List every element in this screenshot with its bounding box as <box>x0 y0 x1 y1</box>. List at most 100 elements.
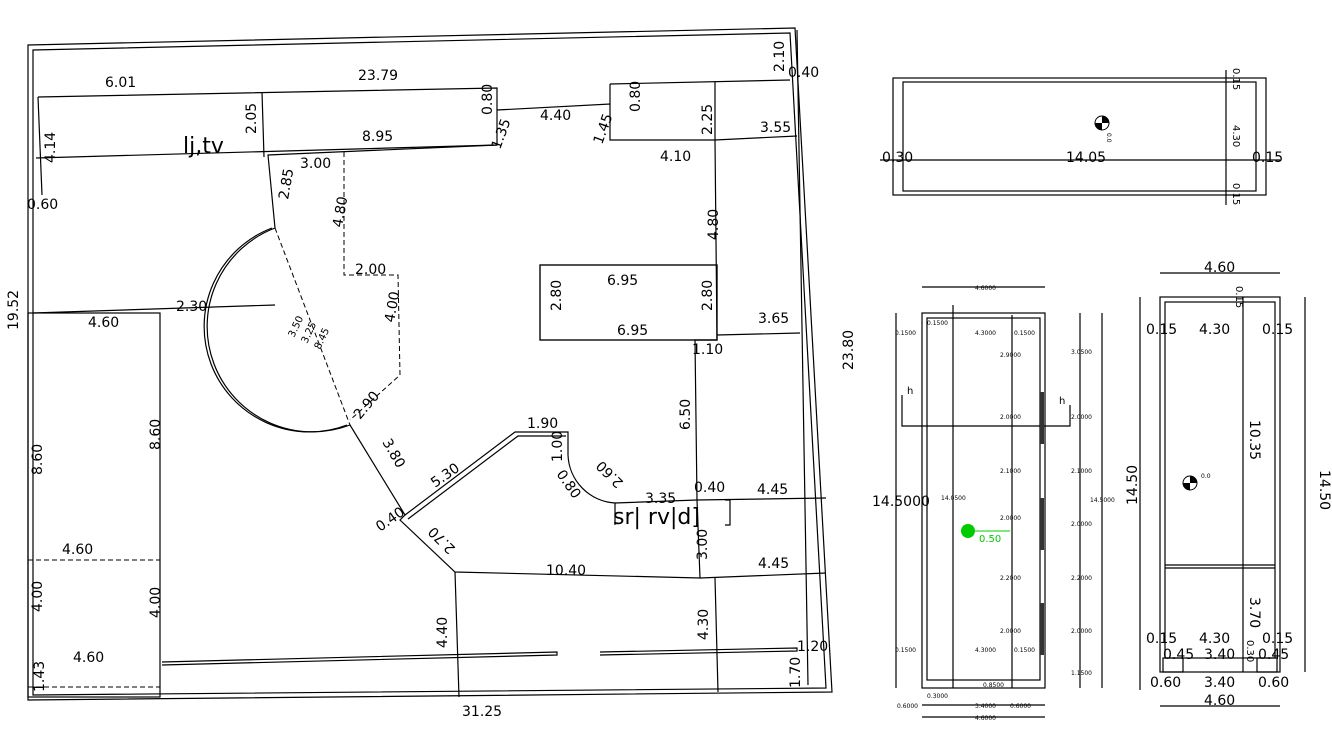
dim-label: 0.40 <box>694 480 725 496</box>
dim-label: 4.40 <box>435 617 451 648</box>
dim-label: 4.60 <box>73 650 104 666</box>
dim-label: 2.0000 <box>1071 414 1092 421</box>
dim-label: 6.01 <box>105 75 136 91</box>
dim-label: 14.50 <box>1125 465 1141 505</box>
dim-label: 3.0500 <box>1071 349 1092 356</box>
dim-label: 4.45 <box>757 482 788 498</box>
dim-label: 4.80 <box>330 195 351 228</box>
dim-label: 8.60 <box>30 444 46 475</box>
dim-label: 1.43 <box>32 661 48 692</box>
dim-label: 2.1000 <box>1000 468 1021 475</box>
dim-label: 0.60 <box>1258 675 1289 691</box>
dim-label: 0.80 <box>628 81 644 112</box>
dim-label: 2.0000 <box>1000 628 1021 635</box>
right-elevation: 4.60 0.15 0.15 4.30 0.15 10.35 14.50 14.… <box>1125 260 1332 709</box>
dim-label: 31.25 <box>462 704 502 720</box>
dim-label: 1.10 <box>692 342 723 358</box>
plot-boundary-inner <box>32 32 827 696</box>
dim-label: 2.25 <box>700 104 716 135</box>
dim-label: 4.80 <box>706 209 722 240</box>
dim-label: 0.15 <box>1252 150 1283 166</box>
dim-label: 0.15 <box>1146 631 1177 647</box>
dim-label: 3.55 <box>760 120 791 136</box>
dim-label: 0.15 <box>1233 286 1244 308</box>
dim-label: 0.45 <box>1258 647 1289 663</box>
dim-label: 3.65 <box>758 311 789 327</box>
dim-label: 0.40 <box>788 65 819 81</box>
hatched-building-area <box>206 103 718 579</box>
dim-label: 5.30 <box>428 460 463 491</box>
dim-label: 2.2000 <box>1071 575 1092 582</box>
section-marker: h <box>1059 396 1065 407</box>
dim-label: 2.80 <box>549 280 565 311</box>
top-section: 0.15 0.30 14.05 0.15 4.30 0.15 0.0 <box>880 68 1283 205</box>
dim-label: 4.10 <box>660 149 691 165</box>
hatched-side-block <box>27 312 161 698</box>
dim-label: 0.30 <box>882 150 913 166</box>
dim-label: 4.00 <box>148 587 164 618</box>
dim-label: 4.00 <box>382 290 403 323</box>
dim-label: 4.30 <box>1199 631 1230 647</box>
dim-label: 4.60 <box>88 315 119 331</box>
dim-label: 0.60 <box>27 197 58 213</box>
dim-label: 14.5000 <box>872 494 930 510</box>
dim-label: 4.3000 <box>975 330 996 337</box>
dim-label: 4.60 <box>62 542 93 558</box>
dim-label: 8.95 <box>362 129 393 145</box>
dim-label: 2.90 <box>351 388 383 422</box>
level-label: 0.0 <box>1201 473 1211 480</box>
dim-label: 14.0500 <box>941 495 966 502</box>
dim-label: 3.35 <box>645 491 676 507</box>
dim-label: 0.3000 <box>927 693 948 700</box>
dim-label: 4.6000 <box>975 285 996 292</box>
dim-label: 0.6000 <box>1010 703 1031 710</box>
dim-label: 19.52 <box>6 290 22 330</box>
dim-label: 10.40 <box>546 563 586 579</box>
dim-label: 3.70 <box>1246 597 1262 628</box>
dim-label: 0.15 <box>1230 68 1241 90</box>
dim-label: 4.3000 <box>975 647 996 654</box>
dim-label: 2.10 <box>772 41 788 72</box>
dim-label: 0.1500 <box>895 330 916 337</box>
dim-label: 1.1500 <box>1071 670 1092 677</box>
dim-label: 2.05 <box>244 103 260 134</box>
dim-label: 2.0000 <box>1071 521 1092 528</box>
dim-label: 0.80 <box>553 467 584 502</box>
dim-label: 6.95 <box>617 323 648 339</box>
dim-label: 0.6000 <box>897 703 918 710</box>
dim-label: 0.15 <box>1262 322 1293 338</box>
dim-label: 3.40 <box>1204 647 1235 663</box>
dim-label: 2.30 <box>176 299 207 315</box>
dim-label: 23.79 <box>358 68 398 84</box>
dim-label: 1.00 <box>550 431 566 462</box>
dim-label: 4.30 <box>1199 322 1230 338</box>
dim-label: 0.15 <box>1146 322 1177 338</box>
dim-label: 10.35 <box>1246 420 1262 460</box>
dim-label: 0.1500 <box>895 647 916 654</box>
dim-label: 0.40 <box>373 504 408 535</box>
level-label: 0.50 <box>979 534 1001 545</box>
dim-label: 3.40 <box>1204 675 1235 691</box>
dim-label: 2.85 <box>276 167 297 200</box>
dim-label: 3.00 <box>300 156 331 172</box>
dim-label: 0.60 <box>1150 675 1181 691</box>
dim-label: 3.4000 <box>975 703 996 710</box>
dim-label: 6.95 <box>607 273 638 289</box>
dim-label: 4.45 <box>758 556 789 572</box>
dim-label: 14.50 <box>1316 470 1332 510</box>
dim-label: 0.80 <box>480 84 496 115</box>
dim-label: 4.00 <box>30 581 46 612</box>
section-marker: h <box>907 386 913 397</box>
dim-label: 2.70 <box>425 523 458 556</box>
dim-label: 4.14 <box>43 132 59 163</box>
dim-label: 14.05 <box>1066 150 1106 166</box>
dim-label: 1.70 <box>788 657 804 688</box>
dim-label: 2.1000 <box>1071 468 1092 475</box>
dim-label: 14.5000 <box>1090 497 1115 504</box>
dim-label: 0.1500 <box>927 320 948 327</box>
dim-label: 0.15 <box>1230 183 1241 205</box>
dim-label: 23.80 <box>841 330 857 370</box>
dim-label: 4.6000 <box>975 715 996 722</box>
dim-label: 1.20 <box>797 639 828 655</box>
